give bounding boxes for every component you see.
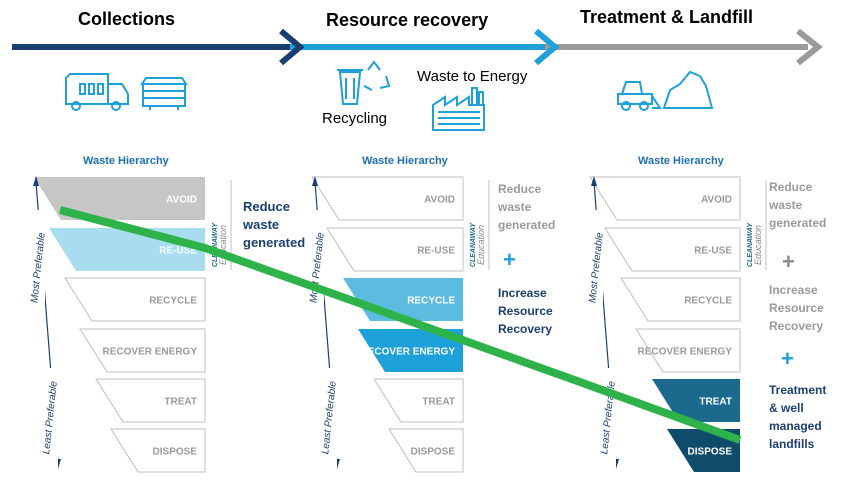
panel3-increase-text: Increase Resource Recovery xyxy=(769,281,824,335)
brand-education-text: Education xyxy=(218,225,228,265)
panel3-treatment-text: Treatment & well managed landfills xyxy=(769,381,826,453)
level-label-avoid: AVOID xyxy=(166,195,197,206)
level-row-dispose xyxy=(110,428,206,473)
panel2-reduce-line-1: Reduce xyxy=(498,182,542,196)
panel1-line-1: Reduce xyxy=(243,199,290,214)
panel3-increase-line-1: Increase xyxy=(769,283,818,297)
level-row-avoid xyxy=(311,176,464,221)
level-label-treat: TREAT xyxy=(164,397,197,408)
level-label-treat: TREAT xyxy=(699,397,732,408)
panel2-increase-line-1: Increase xyxy=(498,286,547,300)
level-row-dispose xyxy=(388,428,464,473)
hierarchy-panel-3: AVOID RE-USE RECYCLE RECOVER ENERGY TREAT DIS… xyxy=(587,176,767,472)
recycling-label: Recycling xyxy=(322,110,388,127)
level-row-recover-energy xyxy=(358,329,463,372)
axis-arrow-up xyxy=(312,176,318,186)
waste-to-energy-factory-icon xyxy=(432,87,485,131)
stage-title-collections: Collections xyxy=(78,9,176,29)
panel2-reduce-text: Reduce waste generated xyxy=(498,180,555,234)
hierarchy-connector xyxy=(58,206,742,444)
level-label-recycle: RECYCLE xyxy=(407,296,455,307)
axis-arrow-up xyxy=(33,176,39,186)
panel1-line-3: generated xyxy=(243,235,306,250)
brand-education-text: Education xyxy=(753,225,763,265)
panel3-plus-1: + xyxy=(782,249,795,274)
hierarchy-panel-1: AVOID RE-USE RECYCLE RECOVER ENERGY TREAT DIS… xyxy=(29,176,232,473)
panel2-increase-line-2: Resource xyxy=(498,304,553,318)
level-row-recover-energy xyxy=(79,328,206,373)
brand-logo-text: CLEANAWAY xyxy=(470,222,477,268)
level-row-treat xyxy=(652,379,740,422)
level-label-recover-energy: RECOVER ENERGY xyxy=(361,347,456,358)
level-row-treat xyxy=(373,378,464,423)
level-label-recover-energy: RECOVER ENERGY xyxy=(638,347,733,358)
brand-education-text: Education xyxy=(476,225,486,265)
level-row-dispose xyxy=(667,429,740,472)
panel2-plus: + xyxy=(503,247,516,272)
level-label-re-use: RE-USE xyxy=(159,246,197,257)
panel3-treatment-line-3: managed xyxy=(769,419,822,433)
panel1-side-text: Reduce waste generated xyxy=(243,198,305,252)
hierarchy-title-3: Waste Hierarchy xyxy=(638,155,724,167)
level-row-re-use xyxy=(604,227,741,272)
hierarchy-title-2: Waste Hierarchy xyxy=(362,155,448,167)
panel2-reduce-line-2: waste xyxy=(498,200,532,214)
level-row-treat xyxy=(95,378,206,423)
level-label-dispose: DISPOSE xyxy=(153,447,198,458)
panel3-treatment-line-4: landfills xyxy=(769,437,815,451)
panel3-plus-2: + xyxy=(781,346,794,371)
panel3-increase-line-2: Resource xyxy=(769,301,824,315)
connector-line xyxy=(58,206,742,444)
panel3-reduce-line-1: Reduce xyxy=(769,180,813,194)
level-label-avoid: AVOID xyxy=(424,195,455,206)
level-row-avoid xyxy=(589,176,741,221)
level-label-recycle: RECYCLE xyxy=(684,296,732,307)
level-row-recycle xyxy=(64,277,206,322)
waste-to-energy-label: Waste to Energy xyxy=(417,68,528,85)
panel3-reduce-line-3: generated xyxy=(769,216,827,230)
panel3-reduce-text: Reduce waste generated xyxy=(769,178,826,232)
dumpster-icon xyxy=(140,77,188,110)
panel2-increase-text: Increase Resource Recovery xyxy=(498,284,553,338)
panel3-treatment-line-1: Treatment xyxy=(769,383,827,397)
level-label-re-use: RE-USE xyxy=(417,246,455,257)
level-label-recover-energy: RECOVER ENERGY xyxy=(103,347,198,358)
garbage-truck-icon xyxy=(65,73,129,111)
level-row-recycle xyxy=(620,277,741,322)
brand-logo-text: CLEANAWAY xyxy=(212,222,219,268)
axis-arrow-up xyxy=(591,176,597,186)
process-arrows xyxy=(12,28,823,66)
level-label-avoid: AVOID xyxy=(701,195,732,206)
level-label-re-use: RE-USE xyxy=(694,246,732,257)
level-row-recover-energy xyxy=(635,328,741,373)
hierarchy-panel-2: AVOID RE-USE RECYCLE RECOVER ENERGY TREAT DIS… xyxy=(308,176,490,473)
level-row-re-use xyxy=(326,227,464,272)
arrow-recovery-head xyxy=(534,28,560,66)
panel2-increase-line-3: Recovery xyxy=(498,322,553,336)
panel3-increase-line-3: Recovery xyxy=(769,319,824,333)
level-label-dispose: DISPOSE xyxy=(688,447,733,458)
level-row-avoid xyxy=(34,177,205,220)
hierarchy-title-1: Waste Hierarchy xyxy=(83,155,169,167)
recycling-bin-icon xyxy=(337,60,391,105)
stage-title-resource-recovery: Resource recovery xyxy=(326,10,489,30)
brand-logo-text: CLEANAWAY xyxy=(747,222,754,268)
level-label-treat: TREAT xyxy=(422,397,455,408)
panel2-reduce-line-3: generated xyxy=(498,218,556,232)
level-label-recycle: RECYCLE xyxy=(149,296,197,307)
bulldozer-landfill-icon xyxy=(617,70,714,111)
panel3-reduce-line-2: waste xyxy=(769,198,803,212)
arrow-treatment-head xyxy=(796,28,823,66)
arrow-collections-head xyxy=(279,28,305,66)
stage-title-treatment-landfill: Treatment & Landfill xyxy=(580,7,754,27)
panel1-line-2: waste xyxy=(243,217,280,232)
panel3-treatment-line-2: & well xyxy=(769,401,804,415)
level-label-dispose: DISPOSE xyxy=(411,447,456,458)
